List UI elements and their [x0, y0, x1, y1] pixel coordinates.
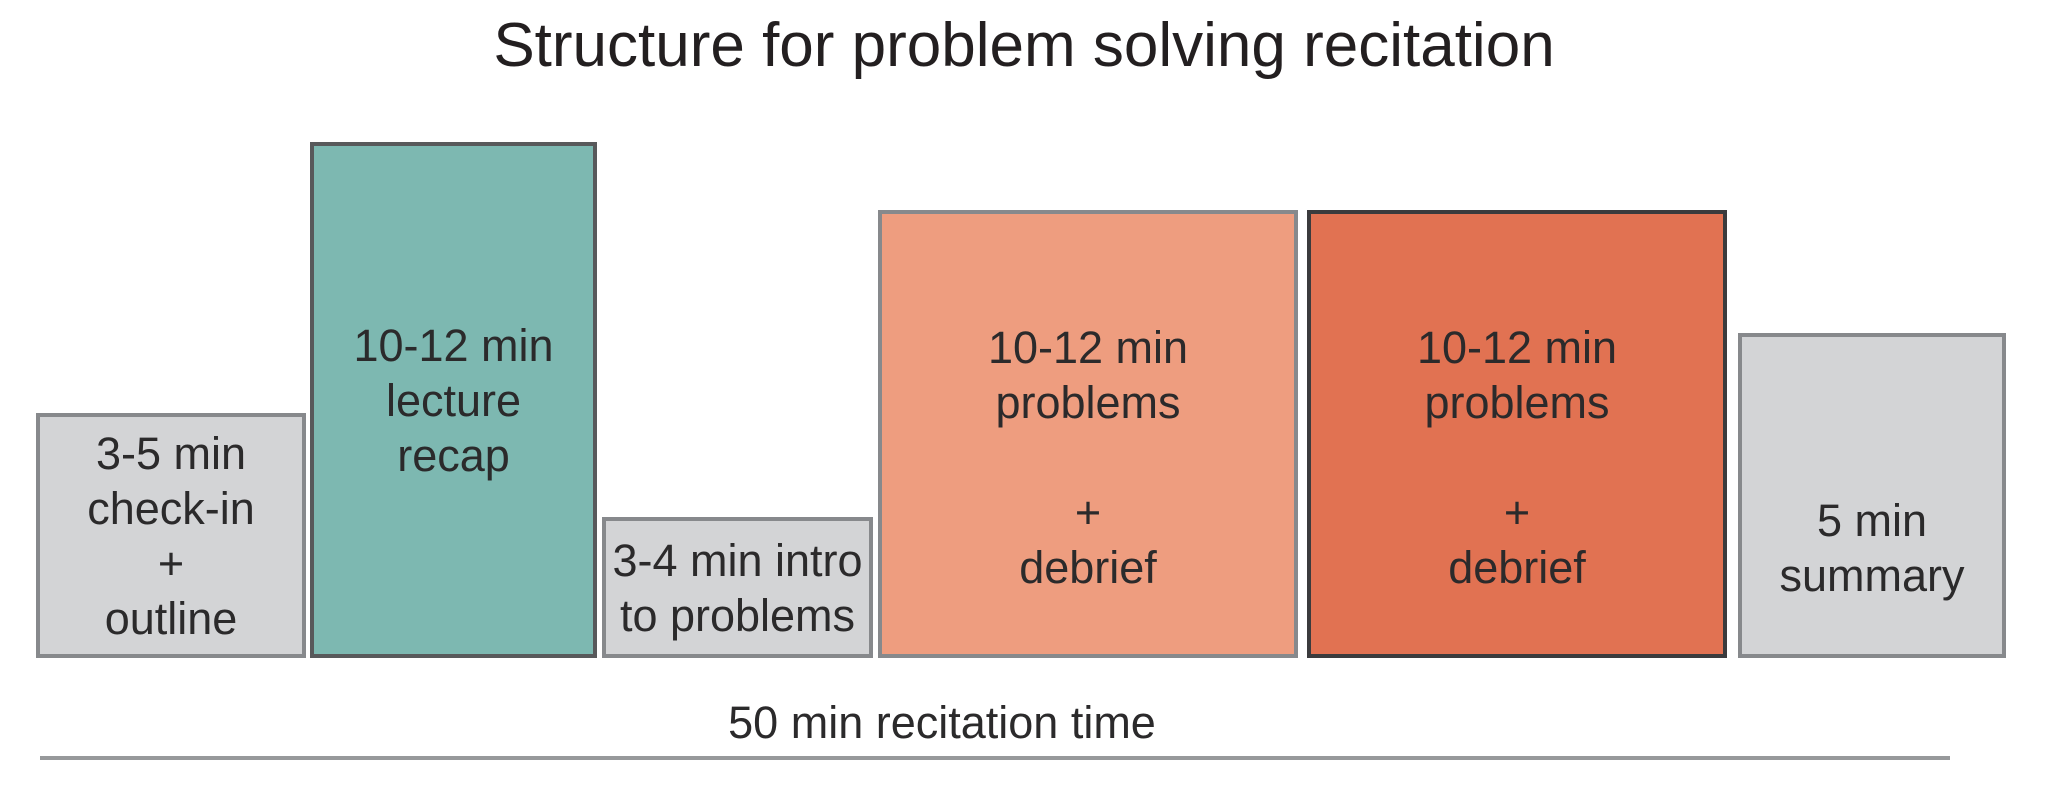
segment-label: 3-5 min check-in + outline [87, 427, 255, 644]
segment-label: 10-12 min lecture recap [353, 319, 554, 481]
segment-label: 10-12 min problems + debrief [1416, 321, 1618, 593]
segment-lecture-recap: 10-12 min lecture recap [310, 142, 597, 658]
diagram-title: Structure for problem solving recitation [493, 11, 1555, 80]
segment-label: 3-4 min intro to problems [612, 534, 863, 641]
timeline-axis-line [40, 756, 1950, 760]
segment-summary: 5 min summary [1738, 333, 2006, 658]
segment-problems-debrief-1: 10-12 min problems + debrief [878, 210, 1298, 658]
segment-intro-to-problems: 3-4 min intro to problems [602, 517, 873, 658]
segment-label: 5 min summary [1779, 494, 1965, 601]
segment-problems-debrief-2: 10-12 min problems + debrief [1307, 210, 1727, 658]
timeline-label: 50 min recitation time [728, 697, 1156, 748]
segment-check-in-outline: 3-5 min check-in + outline [36, 413, 306, 658]
segment-label: 10-12 min problems + debrief [987, 321, 1189, 593]
